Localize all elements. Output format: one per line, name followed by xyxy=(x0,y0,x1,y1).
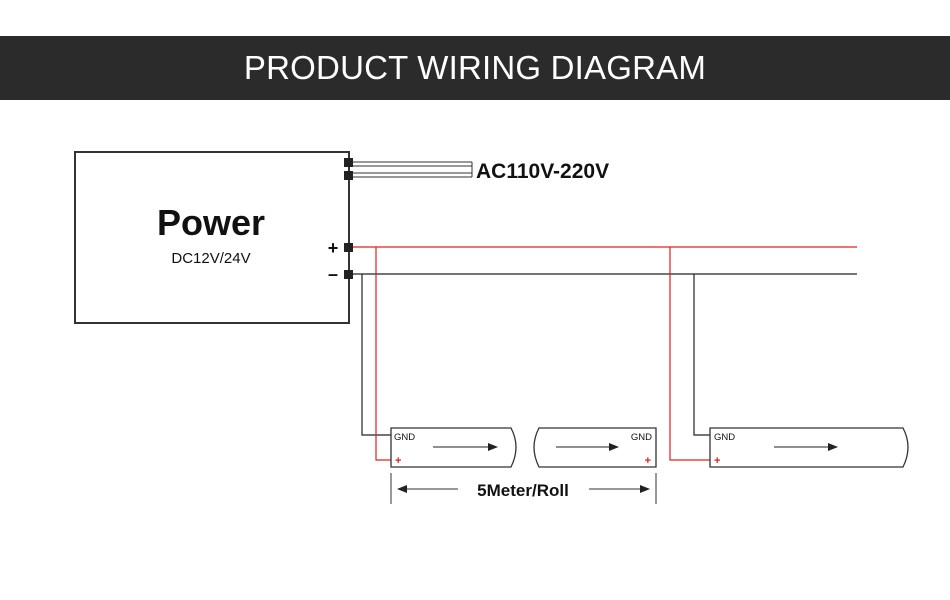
ac-input-wires xyxy=(353,161,473,178)
ac-terminal-2 xyxy=(344,171,353,180)
length-label: 5Meter/Roll xyxy=(477,481,569,500)
positive-terminal xyxy=(344,243,353,252)
strip3-positive-drop xyxy=(669,247,711,461)
ac-input-label: AC110V-220V xyxy=(476,160,609,183)
strip1-gnd-drop xyxy=(361,274,392,436)
length-dimension xyxy=(390,473,657,504)
power-supply-box xyxy=(74,151,350,324)
ac-terminal-1 xyxy=(344,158,353,167)
strip2-plus-label: + xyxy=(645,455,651,467)
positive-terminal-sign: + xyxy=(328,238,339,258)
strip1-positive-drop xyxy=(375,247,392,461)
strip2-gnd-label: GND xyxy=(631,432,652,443)
strip3-gnd-label: GND xyxy=(714,432,735,443)
negative-terminal-sign: – xyxy=(328,264,338,284)
power-voltage-label: DC12V/24V xyxy=(171,250,250,267)
negative-terminal xyxy=(344,270,353,279)
strip1-gnd-label: GND xyxy=(394,432,415,443)
power-label: Power xyxy=(157,202,265,243)
header-banner: PRODUCT WIRING DIAGRAM xyxy=(0,36,950,100)
strip3-plus-label: + xyxy=(714,455,720,467)
strip1-plus-label: + xyxy=(395,455,401,467)
page-title: PRODUCT WIRING DIAGRAM xyxy=(243,49,707,86)
strip3-gnd-drop xyxy=(693,274,711,436)
